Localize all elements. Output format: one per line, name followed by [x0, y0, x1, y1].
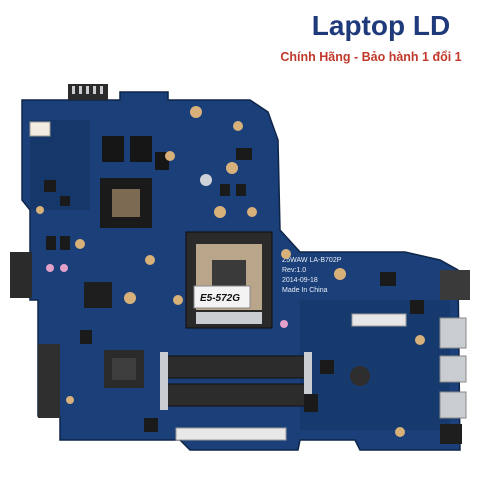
vram-chip — [130, 136, 152, 162]
port — [439, 391, 467, 419]
port — [440, 270, 470, 300]
board-date-label: 2014-09-18 — [282, 277, 318, 284]
brand-subtitle: Chính Hãng - Bảo hành 1 đổi 1 — [280, 50, 462, 64]
vram-chip — [102, 136, 124, 162]
capacitors — [36, 106, 425, 437]
connector-pins — [72, 86, 103, 94]
ec-chip — [84, 282, 112, 308]
ram-latch — [304, 352, 312, 410]
test-points — [46, 264, 288, 328]
brand-title: Laptop LD — [311, 10, 451, 41]
bottom-connector — [175, 427, 287, 441]
sticker-label: E5-572G — [200, 293, 240, 304]
chipset-die — [112, 358, 136, 380]
ram-slot — [165, 355, 307, 379]
socket-lever — [196, 312, 262, 324]
hdd-connector — [38, 344, 60, 418]
board-revision-label: Rev:1.0 — [282, 267, 306, 274]
gpu-die — [112, 189, 140, 217]
audio-jack — [440, 424, 462, 444]
board-model-label: Z5WAW LA-B702P — [282, 257, 342, 264]
sata-connector — [10, 252, 32, 298]
fan-connector — [29, 121, 51, 137]
ram-slot — [165, 383, 307, 407]
board-origin-label: Made In China — [282, 287, 328, 294]
ram-latch — [160, 352, 168, 410]
smd-components — [44, 148, 424, 432]
port — [439, 317, 467, 349]
port — [439, 355, 467, 383]
model-sticker — [193, 285, 251, 309]
ribbon-connector — [351, 313, 407, 327]
